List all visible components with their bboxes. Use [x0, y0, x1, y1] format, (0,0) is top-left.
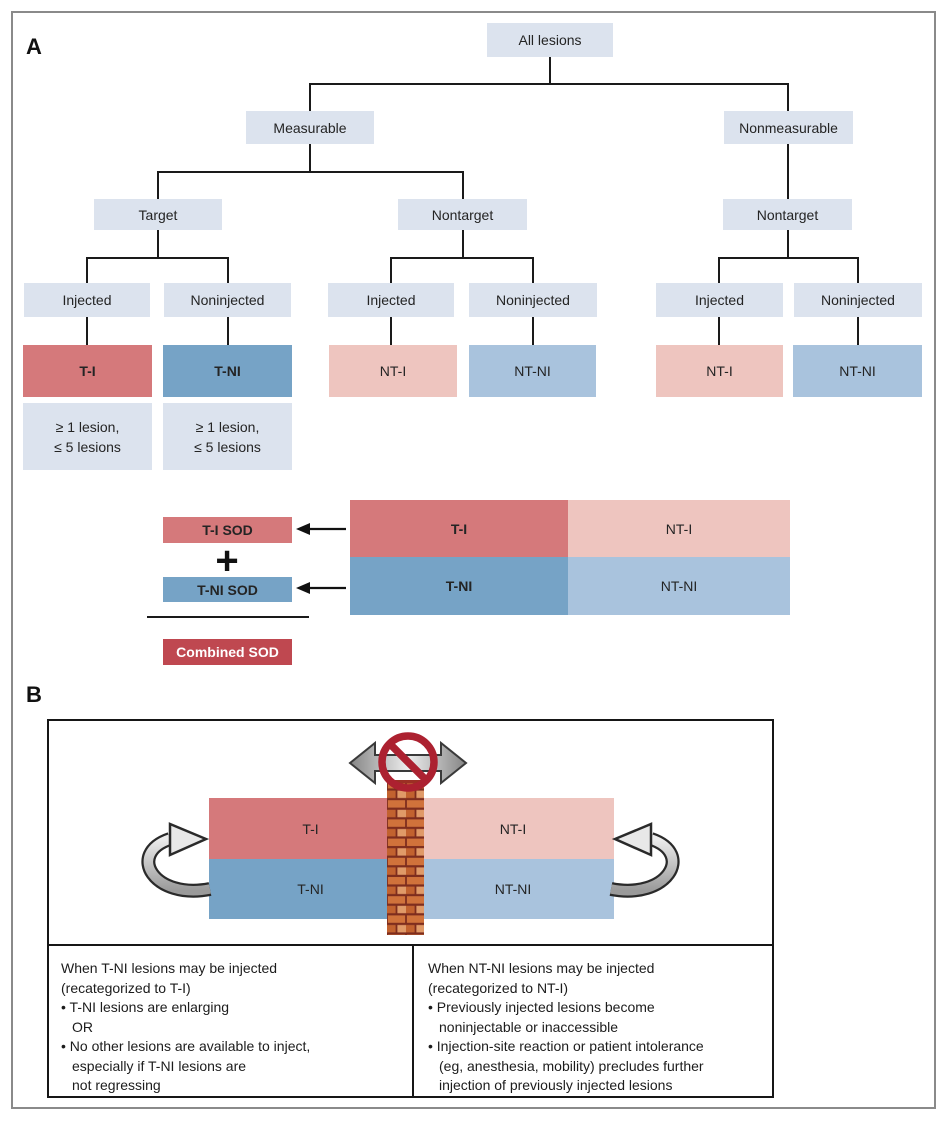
category-ntni: NT-NI [469, 345, 596, 397]
connector-line [718, 317, 720, 345]
combined-sod-box: Combined SOD [163, 639, 292, 665]
rule-line: OR [72, 1018, 93, 1035]
grid-cell-nti: NT-I [568, 500, 790, 557]
connector-line [718, 257, 720, 283]
node-measurable: Measurable [246, 111, 374, 144]
connector-line [227, 257, 229, 283]
connector-line [86, 257, 88, 283]
brick-wall-icon [387, 780, 424, 935]
node-injected-target: Injected [24, 283, 150, 317]
tni-sod-box: T-NI SOD [163, 577, 292, 602]
rule-line: noninjectable or inaccessible [439, 1018, 618, 1035]
right-rule-text: When NT-NI lesions may be injected (reca… [428, 959, 768, 1096]
rule-line: (recategorized to NT-I) [428, 979, 569, 996]
category-ti: T-I [23, 345, 152, 397]
lesion-count-line: ≤ 5 lesions [54, 438, 121, 455]
rule-line: injection of previously injected lesions [439, 1077, 673, 1093]
recategorize-arrow-right-icon [609, 822, 680, 898]
recategorize-arrow-left-icon [141, 822, 212, 898]
quadrant-ntni: NT-NI [412, 859, 614, 919]
rule-line: not regressing [72, 1077, 161, 1093]
connector-line [157, 171, 159, 200]
lesion-count-line: ≥ 1 lesion, [195, 418, 260, 435]
panel-a-label: A [26, 34, 42, 59]
rule-line: (eg, anesthesia, mobility) precludes fur… [439, 1057, 704, 1074]
grid-cell-ti: T-I [350, 500, 568, 557]
connector-line [390, 257, 534, 259]
category-tni: T-NI [163, 345, 292, 397]
node-target: Target [94, 199, 222, 230]
page-border [11, 11, 936, 1109]
connector-line [857, 257, 859, 283]
grid-cell-tni: T-NI [350, 557, 568, 615]
connector-line [390, 317, 392, 345]
lesion-count-note-ti: ≥ 1 lesion, ≤ 5 lesions [23, 403, 152, 470]
connector-line [718, 257, 859, 259]
connector-line [309, 83, 311, 112]
connector-line [462, 171, 464, 200]
category-ntni-nonmeasurable: NT-NI [793, 345, 922, 397]
node-noninjected-nonmeasurable: Noninjected [794, 283, 922, 317]
node-noninjected-target: Noninjected [164, 283, 291, 317]
node-injected-nontarget: Injected [328, 283, 454, 317]
no-crossing-icon [348, 732, 468, 792]
connector-line [787, 143, 789, 200]
connector-line [86, 317, 88, 345]
connector-line [227, 317, 229, 345]
rule-line: (recategorized to T-I) [61, 979, 191, 996]
connector-line [532, 317, 534, 345]
rule-line: • Injection-site reaction or patient int… [428, 1038, 704, 1054]
rules-divider-vertical [412, 944, 414, 1098]
connector-line [157, 230, 159, 258]
connector-line [309, 83, 789, 85]
node-nonmeasurable: Nonmeasurable [724, 111, 853, 144]
node-nontarget-measurable: Nontarget [398, 199, 527, 230]
connector-line [309, 144, 311, 172]
left-arrow-icon [296, 523, 346, 535]
node-injected-nonmeasurable: Injected [656, 283, 783, 317]
lesion-count-line: ≥ 1 lesion, [55, 418, 120, 435]
rule-line: • Previously injected lesions become [428, 999, 655, 1015]
plus-sign: + [215, 539, 239, 583]
connector-line [86, 257, 229, 259]
connector-line [787, 230, 789, 258]
quadrant-tni: T-NI [209, 859, 412, 919]
connector-line [857, 317, 859, 345]
grid-cell-ntni: NT-NI [568, 557, 790, 615]
node-all-lesions: All lesions [487, 23, 613, 57]
connector-line [390, 257, 392, 283]
category-nti: NT-I [329, 345, 457, 397]
ti-sod-box: T-I SOD [163, 517, 292, 543]
connector-line [787, 83, 789, 112]
connector-line [532, 257, 534, 283]
node-nontarget-nonmeasurable: Nontarget [723, 199, 852, 230]
lesion-count-line: ≤ 5 lesions [194, 438, 261, 455]
connector-line [549, 57, 551, 84]
rule-line: When NT-NI lesions may be injected [428, 960, 655, 976]
rules-divider-horizontal [47, 944, 774, 946]
quadrant-ti: T-I [209, 798, 412, 859]
rule-line: especially if T-NI lesions are [72, 1057, 247, 1074]
quadrant-nti: NT-I [412, 798, 614, 859]
panel-b-label: B [26, 682, 42, 707]
left-rule-text: When T-NI lesions may be injected (recat… [61, 959, 401, 1096]
left-arrow-icon [296, 582, 346, 594]
rule-line: • T-NI lesions are enlarging [61, 999, 230, 1015]
connector-line [462, 230, 464, 258]
rule-line: When T-NI lesions may be injected [61, 960, 278, 976]
category-nti-nonmeasurable: NT-I [656, 345, 783, 397]
rule-line: • No other lesions are available to inje… [61, 1038, 311, 1054]
sum-line [147, 616, 309, 618]
connector-line [157, 171, 464, 173]
lesion-count-note-tni: ≥ 1 lesion, ≤ 5 lesions [163, 403, 292, 470]
node-noninjected-nontarget: Noninjected [469, 283, 597, 317]
